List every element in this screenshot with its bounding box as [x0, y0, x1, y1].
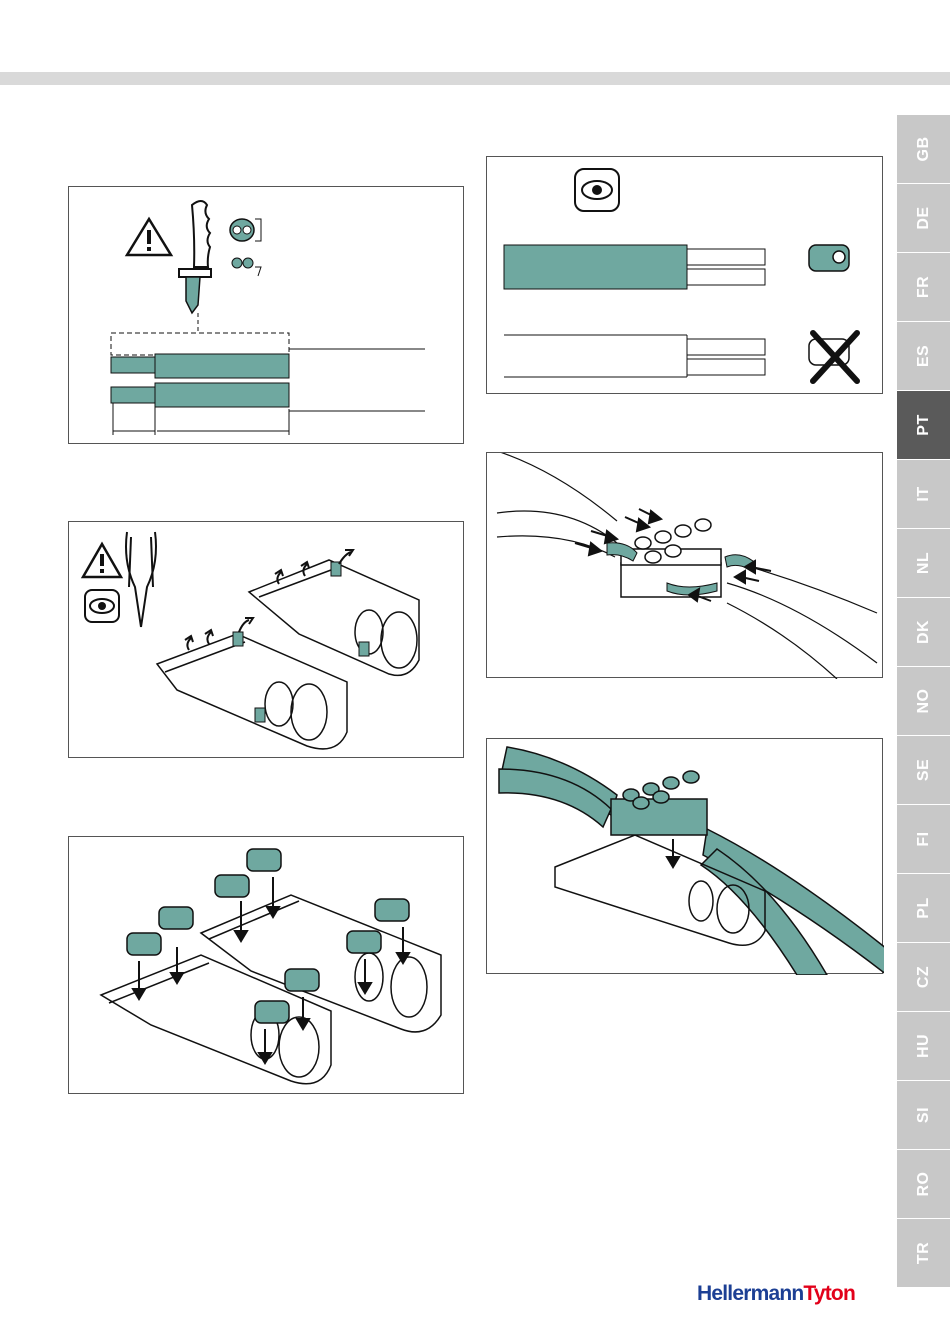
brand-logo-part1: Hellermann — [697, 1282, 803, 1305]
brand-logo: HellermannTyton — [697, 1282, 855, 1306]
brand-logo-part2: Tyton — [803, 1282, 855, 1305]
arrow-icon — [185, 550, 353, 650]
eye-icon — [85, 590, 119, 622]
lang-tab-es[interactable]: ES — [897, 322, 950, 390]
tab-markers — [233, 562, 369, 722]
housing-upper — [249, 560, 419, 675]
panel-check-cable — [486, 156, 883, 394]
lang-tab-fr[interactable]: FR — [897, 253, 950, 321]
lang-tab-de[interactable]: DE — [897, 184, 950, 252]
lang-tab-se[interactable]: SE — [897, 736, 950, 804]
cable-section-icon — [230, 219, 261, 276]
terminal-block — [611, 771, 707, 835]
eye-icon — [575, 169, 619, 211]
lang-tab-dk[interactable]: DK — [897, 598, 950, 666]
lang-tab-cz[interactable]: CZ — [897, 943, 950, 1011]
lang-tab-hu[interactable]: HU — [897, 1012, 950, 1080]
clip-icon-ok — [809, 245, 849, 271]
panel-open-housing — [68, 521, 464, 758]
housing-lower — [157, 634, 347, 749]
pliers-icon — [126, 532, 156, 627]
lang-tab-it[interactable]: IT — [897, 460, 950, 528]
panel-connect-terminal — [486, 452, 883, 678]
warning-icon — [127, 219, 171, 255]
clip-icons — [127, 849, 409, 1023]
lang-tab-no[interactable]: NO — [897, 667, 950, 735]
lang-tab-ro[interactable]: RO — [897, 1150, 950, 1218]
lang-tab-nl[interactable]: NL — [897, 529, 950, 597]
warning-icon — [83, 544, 121, 577]
lang-tab-fi[interactable]: FI — [897, 805, 950, 873]
top-band — [0, 72, 950, 85]
lang-tab-tr[interactable]: TR — [897, 1219, 950, 1287]
lang-tab-gb[interactable]: GB — [897, 115, 950, 183]
panel-strip-cable — [68, 186, 464, 444]
panel-insert-terminal — [486, 738, 883, 974]
panel-insert-clips — [68, 836, 464, 1094]
lang-tab-si[interactable]: SI — [897, 1081, 950, 1149]
lang-tab-pt[interactable]: PT — [897, 391, 950, 459]
knife-icon — [179, 201, 211, 313]
lang-tab-pl[interactable]: PL — [897, 874, 950, 942]
